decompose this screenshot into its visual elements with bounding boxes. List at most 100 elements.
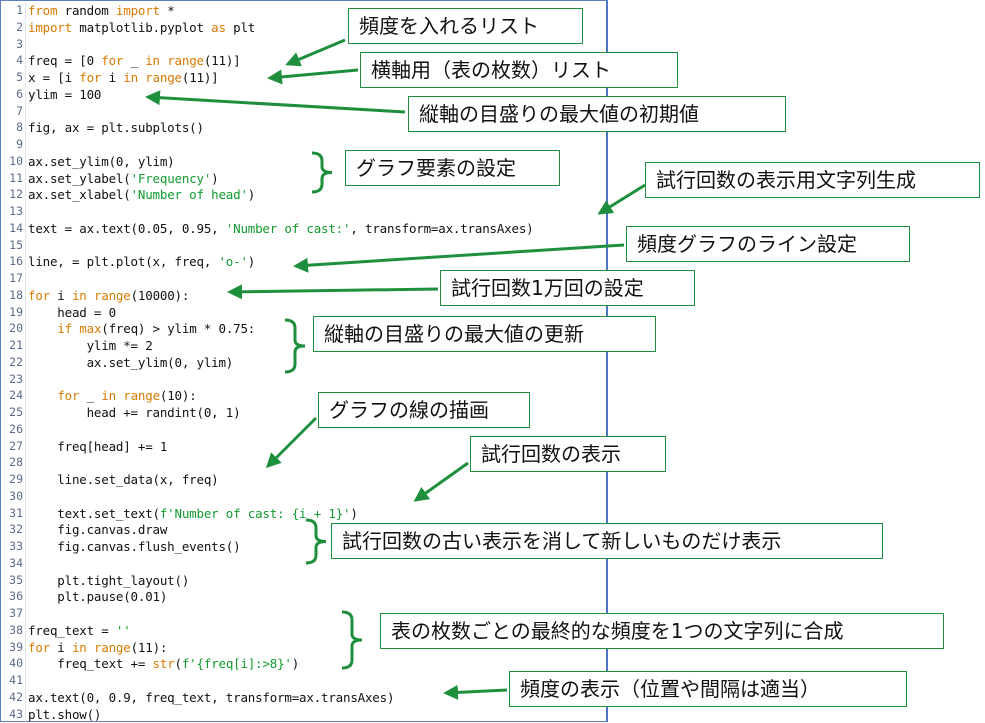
code-line[interactable]: 33 fig.canvas.flush_events()	[1, 538, 607, 555]
code-line[interactable]: 37	[1, 605, 607, 622]
line-number: 35	[9, 572, 23, 587]
code-line[interactable]: 7	[1, 103, 607, 120]
line-number: 4	[16, 53, 23, 68]
callout-line-setting: 頻度グラフのライン設定	[626, 226, 910, 262]
line-number: 11	[9, 170, 23, 185]
line-number: 16	[9, 254, 23, 269]
code-token: text = ax.text(0.05, 0.95,	[28, 220, 226, 236]
keyword-token: for	[28, 639, 50, 655]
code-line[interactable]: 15	[1, 237, 607, 254]
callout-show-freq: 頻度の表示（位置や間隔は適当）	[509, 671, 907, 707]
code-token: )	[247, 187, 256, 203]
line-number: 2	[16, 19, 23, 34]
code-token: ax.text(0, 0.9, freq_text, transform=ax.…	[28, 689, 395, 705]
code-line[interactable]: 29 line.set_data(x, freq)	[1, 471, 607, 488]
line-number: 10	[9, 153, 23, 168]
line-number: 31	[9, 505, 23, 520]
code-line[interactable]: 25 head += randint(0, 1)	[1, 404, 607, 421]
line-number: 36	[9, 589, 23, 604]
code-line[interactable]: 35 plt.tight_layout()	[1, 572, 607, 589]
line-code: fig.canvas.flush_events()	[28, 538, 240, 555]
code-line[interactable]: 30	[1, 488, 607, 505]
code-line[interactable]: 41	[1, 672, 607, 689]
code-line[interactable]: 28	[1, 454, 607, 471]
keyword-token: max	[79, 321, 102, 337]
code-token: )	[247, 254, 256, 270]
line-number: 9	[16, 137, 23, 151]
line-number: 8	[16, 120, 23, 135]
string-token: f'Number of cast: {i + 1}'	[159, 505, 351, 521]
line-code: freq_text += str(f'{freq[i]:>8}')	[28, 655, 299, 672]
line-number: 6	[16, 86, 23, 101]
line-number: 41	[9, 673, 23, 687]
line-number: 20	[9, 321, 23, 336]
code-line[interactable]: 20 if max(freq) > ylim * 0.75:	[1, 320, 607, 337]
code-line[interactable]: 21 ylim *= 2	[1, 337, 607, 354]
code-line[interactable]: 26	[1, 421, 607, 438]
line-number: 25	[9, 405, 23, 419]
code-token: plt	[225, 19, 256, 35]
code-line[interactable]: 23	[1, 371, 607, 388]
keyword-token: range	[123, 388, 160, 404]
line-number: 17	[9, 271, 23, 285]
keyword-token: if	[57, 321, 72, 337]
code-line[interactable]: 24 for _ in range(10):	[1, 387, 607, 404]
code-line[interactable]: 3	[1, 36, 607, 53]
code-token: (	[174, 656, 183, 672]
code-line[interactable]: 6 ylim = 100	[1, 86, 607, 103]
string-token: 'Frequency'	[130, 170, 212, 186]
string-token: 'Number of head'	[130, 187, 248, 203]
line-number: 19	[9, 304, 23, 319]
code-line[interactable]: 9	[1, 136, 607, 153]
string-token: ''	[115, 622, 131, 638]
code-line[interactable]: 13	[1, 203, 607, 220]
keyword-token: from	[28, 3, 58, 18]
line-code: if max(freq) > ylim * 0.75:	[28, 320, 255, 337]
code-token: ylim *= 2	[28, 338, 153, 353]
line-number: 22	[9, 354, 23, 369]
line-number: 40	[9, 656, 23, 671]
code-line[interactable]: 40 freq_text += str(f'{freq[i]:>8}')	[1, 655, 607, 672]
code-line[interactable]: 27 freq[head] += 1	[1, 438, 607, 455]
code-line[interactable]: 36 plt.pause(0.01)	[1, 588, 607, 605]
code-line[interactable]: 19 head = 0	[1, 304, 607, 321]
code-token: head = 0	[28, 304, 116, 320]
code-line[interactable]: 32 fig.canvas.draw	[1, 521, 607, 538]
code-line[interactable]: 17	[1, 270, 607, 287]
code-token: ax.set_xlabel(	[28, 187, 131, 203]
keyword-token: in	[123, 70, 138, 85]
line-number: 21	[9, 338, 23, 352]
code-token: ylim = 100	[28, 86, 102, 102]
line-number: 28	[9, 455, 23, 470]
code-token: fig.canvas.flush_events()	[28, 539, 241, 554]
code-line[interactable]: 34	[1, 555, 607, 572]
code-token: ax.set_ylabel(	[28, 170, 131, 186]
keyword-token: in	[71, 287, 87, 303]
code-line[interactable]: 8 fig, ax = plt.subplots()	[1, 119, 607, 136]
code-line[interactable]: 31 text.set_text(f'Number of cast: {i + …	[1, 505, 607, 522]
code-line[interactable]: 22 ax.set_ylim(0, ylim)	[1, 354, 607, 371]
callout-build-freq-text: 表の枚数ごとの最終的な頻度を1つの文字列に合成	[380, 613, 944, 649]
code-token: fig, ax = plt.subplots()	[28, 120, 204, 136]
line-code: ylim = 100	[28, 86, 101, 103]
code-token: plt.show()	[28, 706, 102, 722]
code-token: head += randint(0, 1)	[28, 405, 241, 420]
string-token: 'Number of cast:'	[225, 220, 351, 236]
code-token	[87, 640, 94, 655]
keyword-token: for	[101, 53, 124, 69]
code-token: fig.canvas.draw	[28, 522, 168, 538]
